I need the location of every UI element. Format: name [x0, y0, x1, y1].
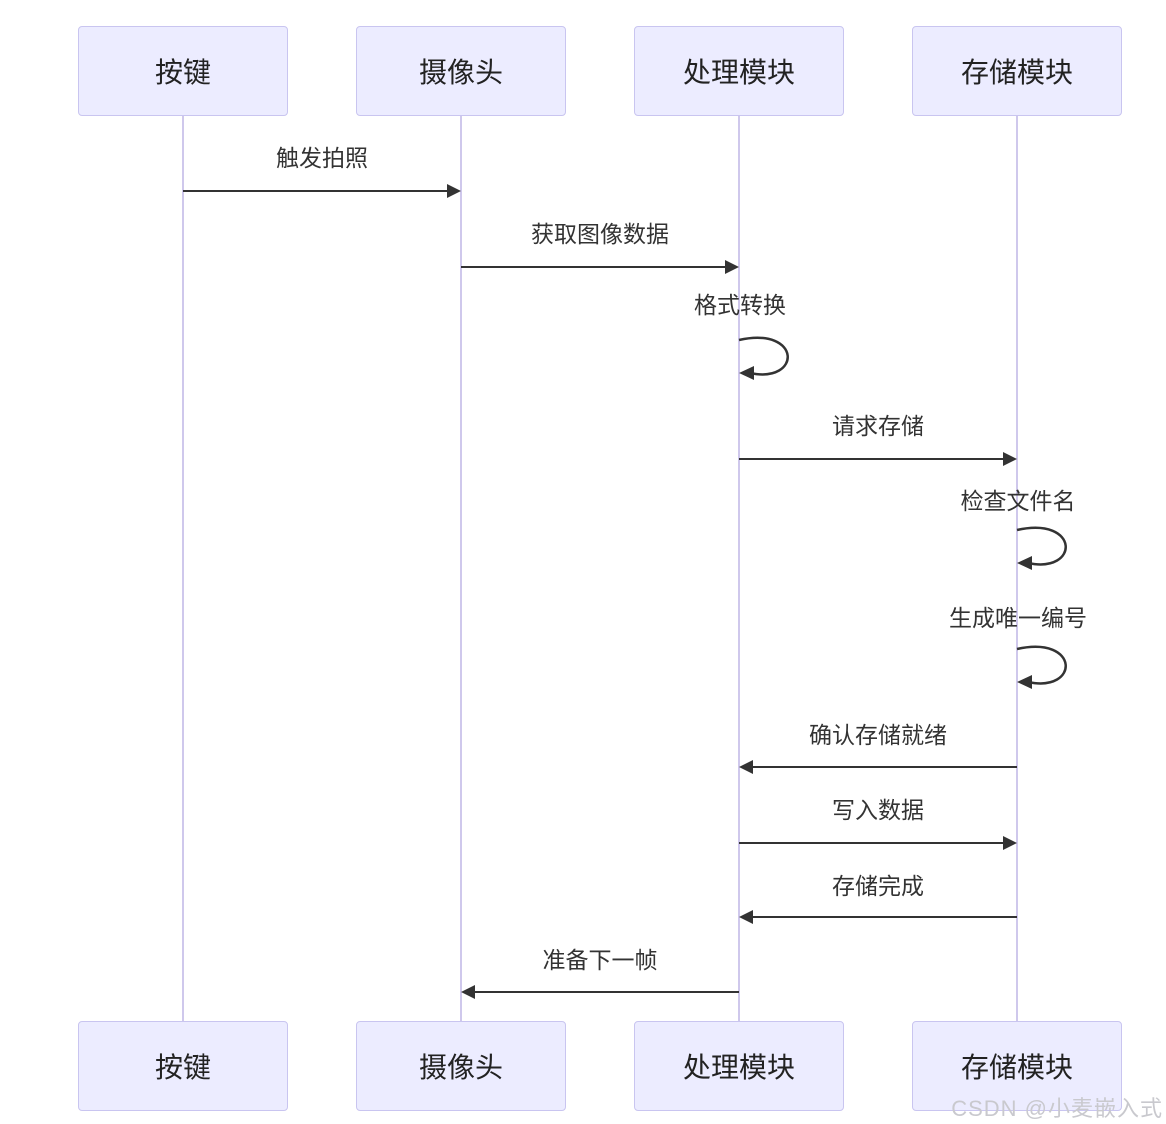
message-label-generate-unique-id: 生成唯一编号 [949, 605, 1087, 631]
message-label-request-storage: 请求存储 [832, 413, 924, 439]
message-label-prepare-next-frame: 准备下一帧 [542, 947, 658, 973]
actor-box-storage-bottom: 存储模块 [912, 1021, 1122, 1111]
message-line [739, 842, 1004, 844]
actor-label: 摄像头 [418, 57, 503, 88]
lifeline-button [182, 116, 184, 1021]
actor-label: 处理模块 [682, 1052, 795, 1083]
lifeline-storage [1016, 116, 1018, 1021]
arrowhead-left-icon [739, 760, 753, 774]
message-line [183, 190, 448, 192]
message-line [461, 266, 726, 268]
message-line [474, 991, 739, 993]
arrowhead-left-icon [739, 910, 753, 924]
self-loop-arrow-icon [738, 336, 789, 380]
actor-box-button-top: 按键 [78, 26, 288, 116]
actor-label: 按键 [154, 57, 211, 88]
message-label-format-convert: 格式转换 [694, 292, 786, 318]
message-line [752, 766, 1017, 768]
message-label-write-data: 写入数据 [832, 797, 924, 823]
message-line [739, 458, 1004, 460]
actor-box-processing-top: 处理模块 [634, 26, 844, 116]
self-loop-arrow-icon [1016, 526, 1067, 570]
message-line [752, 916, 1017, 918]
message-label-storage-complete: 存储完成 [832, 873, 924, 899]
arrowhead-left-icon [461, 985, 475, 999]
actor-label: 存储模块 [960, 1052, 1073, 1083]
actor-box-storage-top: 存储模块 [912, 26, 1122, 116]
message-label-confirm-storage-ready: 确认存储就绪 [809, 722, 947, 748]
arrowhead-right-icon [725, 260, 739, 274]
actor-box-camera-top: 摄像头 [356, 26, 566, 116]
arrowhead-right-icon [1003, 452, 1017, 466]
message-label-check-filename: 检查文件名 [960, 488, 1076, 514]
lifeline-camera [460, 116, 462, 1021]
actor-label: 按键 [154, 1052, 211, 1083]
actor-box-button-bottom: 按键 [78, 1021, 288, 1111]
csdn-watermark: CSDN @小麦嵌入式 [951, 1096, 1163, 1121]
lifeline-processing [738, 116, 740, 1021]
actor-box-camera-bottom: 摄像头 [356, 1021, 566, 1111]
arrowhead-right-icon [447, 184, 461, 198]
message-label-get-image-data: 获取图像数据 [531, 221, 669, 247]
actor-box-processing-bottom: 处理模块 [634, 1021, 844, 1111]
actor-label: 存储模块 [960, 57, 1073, 88]
actor-label: 摄像头 [418, 1052, 503, 1083]
message-label-trigger-photo: 触发拍照 [276, 145, 368, 171]
actor-label: 处理模块 [682, 57, 795, 88]
arrowhead-right-icon [1003, 836, 1017, 850]
self-loop-arrow-icon [1016, 645, 1067, 689]
